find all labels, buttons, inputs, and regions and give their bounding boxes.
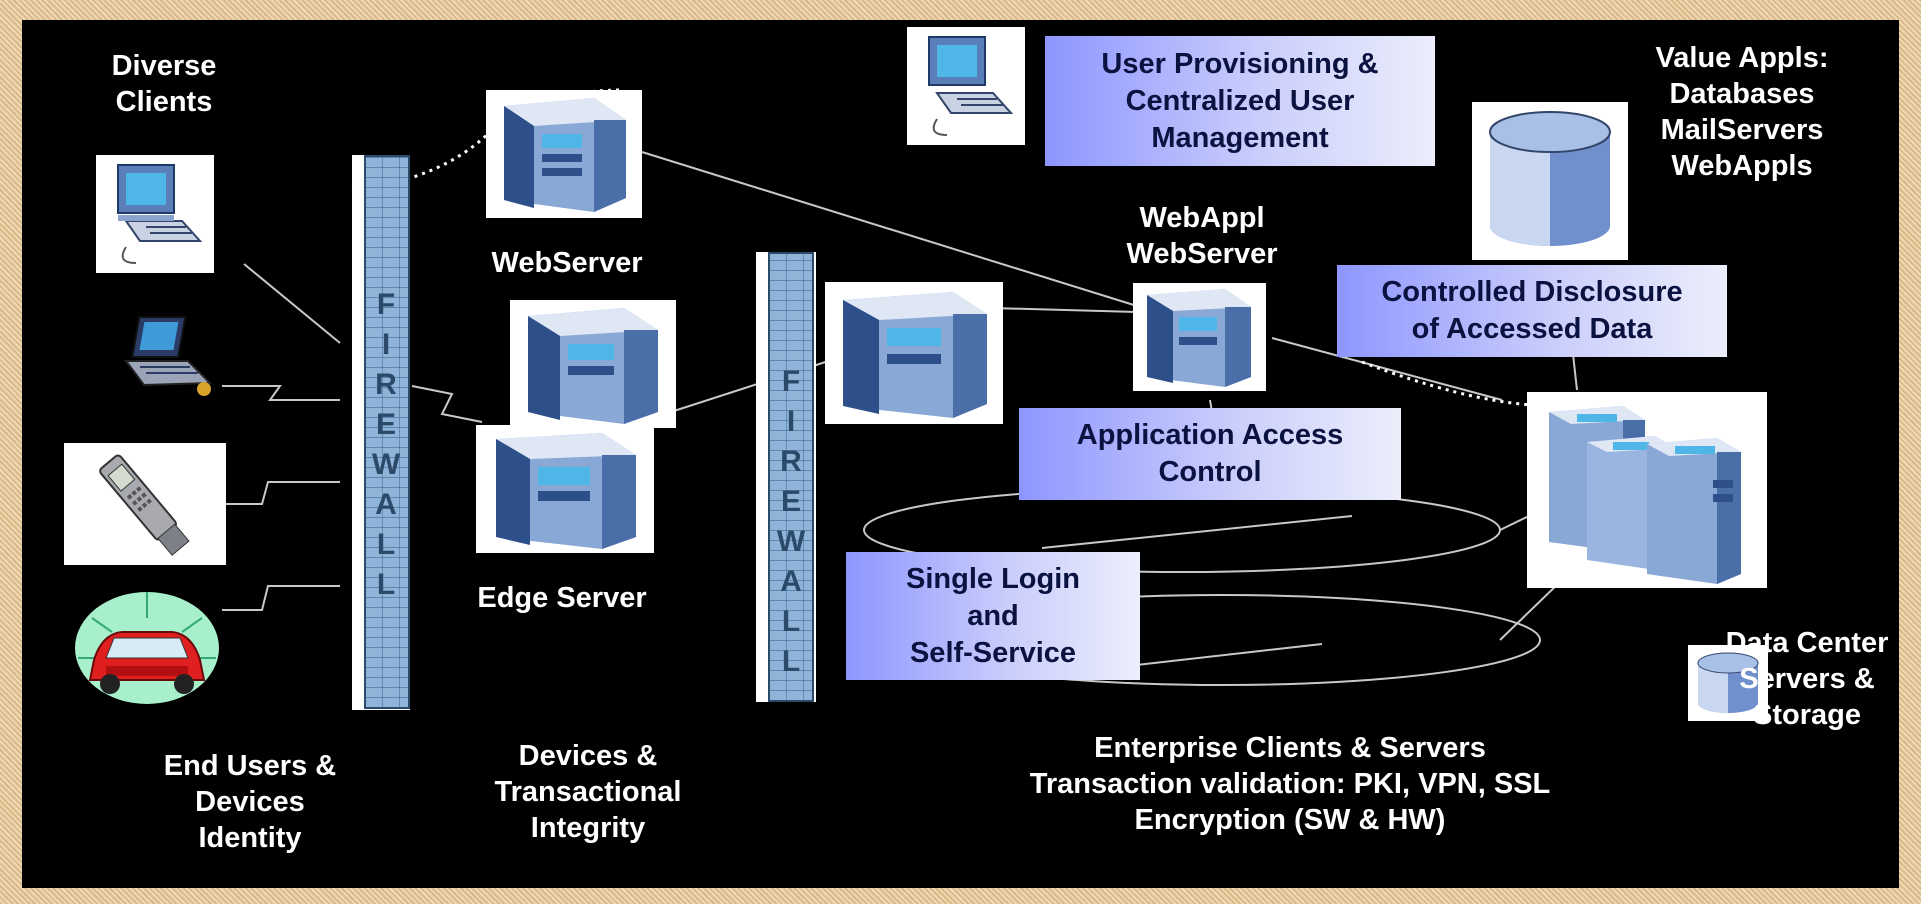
- edge-server-icon: [476, 425, 654, 553]
- data-center-label: Data Center Servers & Storage: [1725, 627, 1889, 731]
- database-icon: [1472, 102, 1628, 260]
- value-appls-label: Value Appls: Databases MailServers WebAp…: [1655, 42, 1829, 182]
- diagram-canvas: Diverse Clients: [22, 20, 1899, 888]
- cell-phone-icon: [64, 443, 226, 565]
- firewall-left: F I R E W A L L: [352, 155, 410, 710]
- server-icon: [510, 300, 676, 428]
- firewall-middle: F I R E W A L L: [756, 252, 816, 702]
- diverse-clients-label: Diverse Clients: [111, 50, 217, 118]
- webappl-webserver-icon: [1133, 283, 1266, 391]
- edge-server-label: Edge Server: [477, 582, 647, 614]
- firewall-icon: [768, 252, 814, 702]
- car-icon: [72, 588, 222, 708]
- webserver-icon: [486, 90, 642, 218]
- single-login-box: Single Login and Self-Service: [846, 552, 1140, 680]
- firewall-label: F I R E W A L L: [371, 288, 401, 601]
- webappl-gateway-server-icon: [825, 282, 1003, 424]
- devices-integrity-label: Devices & Transactional Integrity: [494, 740, 682, 844]
- firewall-label: F I R E W A L L: [776, 365, 806, 678]
- desktop-computer-icon: [96, 155, 214, 273]
- webserver-label: WebServer: [491, 247, 643, 279]
- admin-computer-icon: [907, 27, 1025, 145]
- end-users-label: End Users & Devices Identity: [163, 750, 337, 854]
- webappl-webserver-label: WebAppl WebServer: [1126, 202, 1278, 270]
- enterprise-label: Enterprise Clients & Servers Transaction…: [1029, 732, 1551, 836]
- datacenter-servers-icon: [1527, 392, 1767, 588]
- application-access-control-box: Application Access Control: [1019, 408, 1401, 500]
- firewall-icon: [364, 155, 410, 709]
- controlled-disclosure-box: Controlled Disclosure of Accessed Data: [1337, 265, 1727, 357]
- laptop-icon: [118, 313, 228, 403]
- user-provisioning-box: User Provisioning & Centralized User Man…: [1045, 36, 1435, 166]
- storage-database-icon: [1688, 645, 1768, 721]
